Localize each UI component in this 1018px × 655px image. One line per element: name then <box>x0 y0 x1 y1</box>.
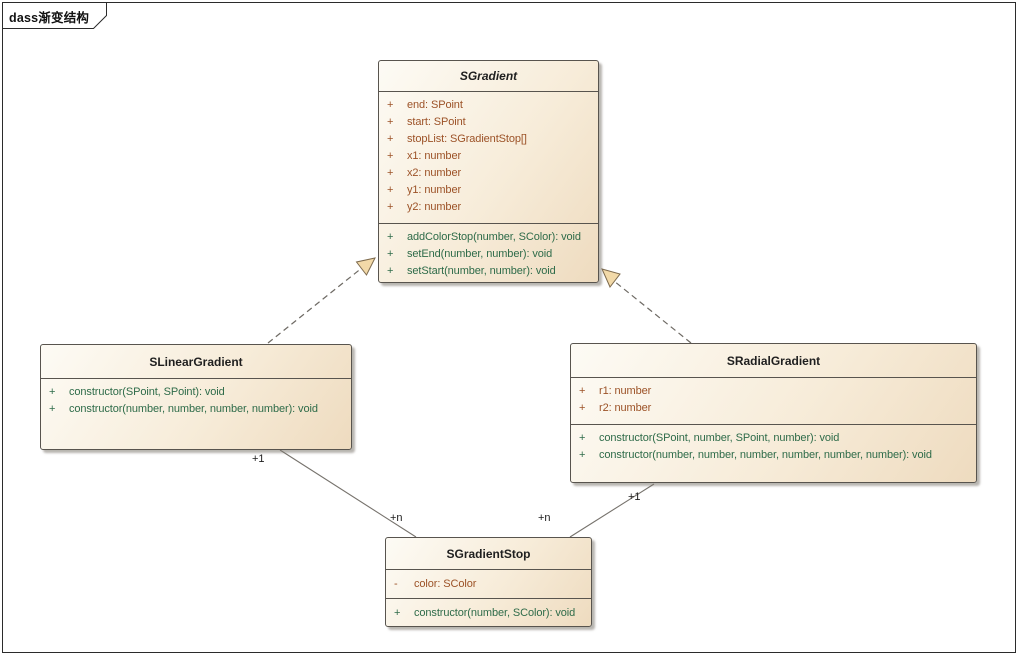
class-sgradientstop-attributes: - color: SColor <box>386 569 591 598</box>
class-member-row: + constructor(number, number, number, num… <box>41 401 351 418</box>
class-member-row: + x2: number <box>379 165 598 182</box>
member-text: stopList: SGradientStop[] <box>407 133 527 145</box>
class-member-row: + addColorStop(number, SColor): void <box>379 229 598 246</box>
member-text: y2: number <box>407 201 462 213</box>
visibility-symbol: + <box>579 385 586 397</box>
class-member-row: - color: SColor <box>386 576 591 593</box>
class-sradialgradient-attributes: + r1: number + r2: number <box>571 377 976 424</box>
class-sgradientstop[interactable]: SGradientStop - color: SColor + constructo… <box>385 537 592 627</box>
class-member-row: + x1: number <box>379 148 598 165</box>
class-member-row: + r2: number <box>571 400 976 417</box>
class-member-row: + r1: number <box>571 383 976 400</box>
member-text: r2: number <box>599 402 652 414</box>
member-text: setEnd(number, number): void <box>407 248 553 260</box>
class-member-row: + y1: number <box>379 182 598 199</box>
member-text: y1: number <box>407 184 462 196</box>
visibility-symbol: + <box>387 248 394 260</box>
visibility-symbol: + <box>49 386 56 398</box>
generalization-arrowhead-right <box>601 268 621 288</box>
frame-label: dass渐变结构 <box>9 11 90 25</box>
class-slineargradient-methods: + constructor(SPoint, SPoint): void + const… <box>41 378 351 449</box>
class-member-row: + setEnd(number, number): void <box>379 246 598 263</box>
class-sgradient[interactable]: SGradient + end: SPoint + start: SPoint + sto… <box>378 60 599 283</box>
member-text: end: SPoint <box>407 99 463 111</box>
class-slineargradient[interactable]: SLinearGradient + constructor(SPoint, SPo… <box>40 344 352 450</box>
multiplicity-left-target: +n <box>390 512 403 524</box>
association-sradialgradient-to-sgradientstop[interactable] <box>569 483 655 538</box>
class-member-row: + start: SPoint <box>379 114 598 131</box>
visibility-symbol: + <box>387 150 394 162</box>
class-member-row: + y2: number <box>379 199 598 216</box>
member-text: x2: number <box>407 167 462 179</box>
class-member-row: + constructor(SPoint, SPoint): void <box>41 384 351 401</box>
visibility-symbol: + <box>387 99 394 111</box>
visibility-symbol: + <box>387 116 394 128</box>
class-slineargradient-title: SLinearGradient <box>149 354 243 369</box>
visibility-symbol: + <box>387 265 394 277</box>
visibility-symbol: + <box>579 402 586 414</box>
generalization-arrowhead-left <box>355 257 376 276</box>
visibility-symbol: - <box>394 578 398 590</box>
visibility-symbol: + <box>579 432 586 444</box>
member-text: r1: number <box>599 385 652 397</box>
member-text: constructor(SPoint, number, SPoint, numb… <box>599 432 840 444</box>
multiplicity-right-source: +1 <box>628 491 641 503</box>
member-text: start: SPoint <box>407 116 466 128</box>
member-text: setStart(number, number): void <box>407 265 556 277</box>
generalization-slineargradient-to-sgradient[interactable] <box>267 266 364 344</box>
class-member-row: + constructor(SPoint, number, SPoint, num… <box>571 430 976 447</box>
member-text: x1: number <box>407 150 462 162</box>
member-text: constructor(SPoint, SPoint): void <box>69 386 225 398</box>
member-text: color: SColor <box>414 578 477 590</box>
visibility-symbol: + <box>49 403 56 415</box>
class-sgradient-methods: + addColorStop(number, SColor): void + setE… <box>379 223 598 282</box>
visibility-symbol: + <box>394 607 401 619</box>
member-text: addColorStop(number, SColor): void <box>407 231 581 243</box>
member-text: constructor(number, SColor): void <box>414 607 576 619</box>
class-sgradientstop-title: SGradientStop <box>446 546 531 561</box>
class-sgradient-title: SGradient <box>459 69 518 83</box>
visibility-symbol: + <box>387 133 394 145</box>
class-member-row: + constructor(number, number, number, num… <box>571 447 976 464</box>
class-member-row: + setStart(number, number): void <box>379 263 598 280</box>
class-member-row: + end: SPoint <box>379 97 598 114</box>
class-sgradient-attributes: + end: SPoint + start: SPoint + stopList: SGr… <box>379 91 598 223</box>
generalization-sradialgradient-to-sgradient[interactable] <box>613 280 692 344</box>
class-member-row: + stopList: SGradientStop[] <box>379 131 598 148</box>
class-sradialgradient[interactable]: SRadialGradient + r1: number + r2: number +… <box>570 343 977 483</box>
multiplicity-left-source: +1 <box>252 453 265 465</box>
class-member-row: + constructor(number, SColor): void <box>386 605 591 622</box>
visibility-symbol: + <box>579 449 586 461</box>
visibility-symbol: + <box>387 184 394 196</box>
class-sradialgradient-methods: + constructor(SPoint, number, SPoint, num… <box>571 424 976 482</box>
visibility-symbol: + <box>387 201 394 213</box>
member-text: constructor(number, number, number, numb… <box>599 449 932 461</box>
multiplicity-right-target: +n <box>538 512 551 524</box>
member-text: constructor(number, number, number, numb… <box>69 403 318 415</box>
visibility-symbol: + <box>387 167 394 179</box>
class-sgradientstop-methods: + constructor(number, SColor): void <box>386 598 591 626</box>
visibility-symbol: + <box>387 231 394 243</box>
association-slineargradient-to-sgradientstop[interactable] <box>279 449 417 538</box>
class-sradialgradient-title: SRadialGradient <box>726 353 821 368</box>
